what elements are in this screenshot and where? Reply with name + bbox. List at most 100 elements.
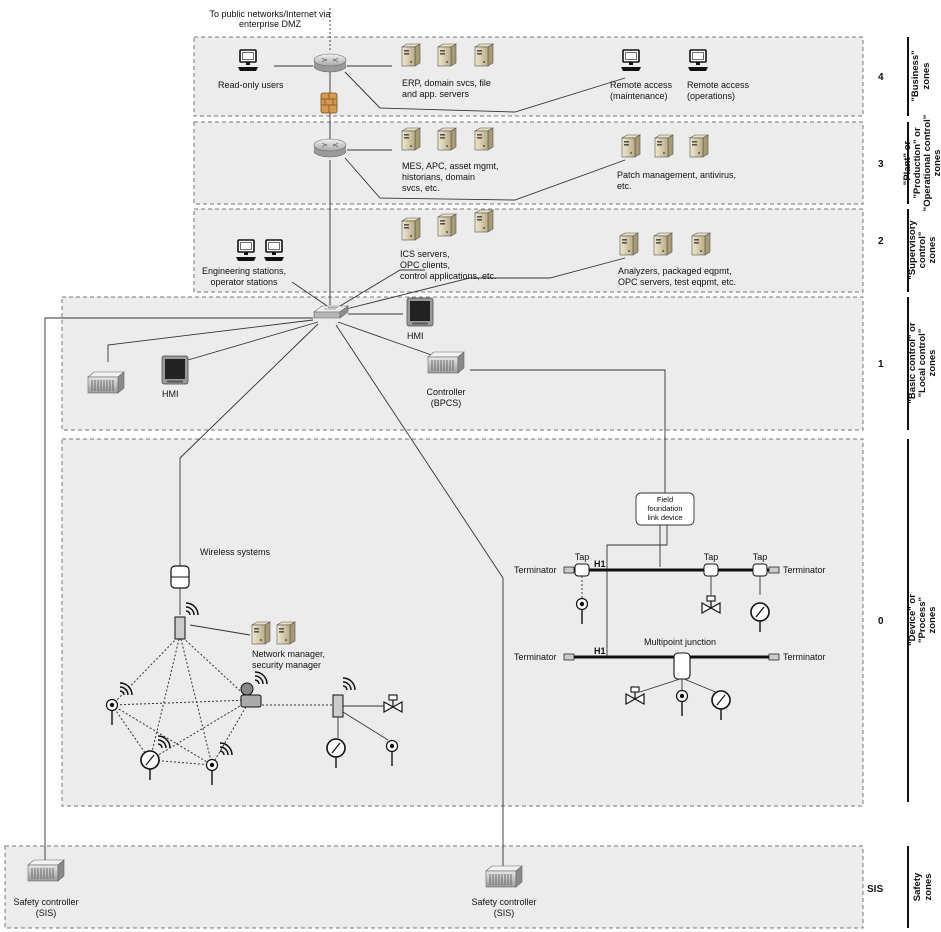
tap-label-2: Tap (704, 552, 719, 562)
wireless-link (179, 323, 319, 568)
engineering-station-pc-icon-2 (263, 239, 285, 262)
zone-4-name: "Business" zones (910, 50, 932, 101)
analyzer-server-icon-2 (653, 232, 673, 256)
ics-server-icon-3 (474, 209, 494, 233)
wireless-transmitter-icon (240, 682, 262, 708)
zone-0-box (61, 438, 864, 807)
wireless-systems-label: Wireless systems (200, 547, 271, 557)
erp-server-icon-1 (401, 43, 421, 67)
eng-label-line-1: Engineering stations, (202, 266, 286, 276)
svg-text:"Business": "Business" (910, 50, 921, 101)
multipoint-junction-icon (673, 652, 691, 680)
erp-server-icon-2 (437, 43, 457, 67)
zone-2-name: "Supervisory control" zones (907, 220, 938, 280)
mes-label-line-3: svcs, etc. (402, 183, 440, 193)
mes-server-icon-2 (437, 127, 457, 151)
terminator-icon-2 (768, 566, 780, 574)
patch-server-icon-1 (621, 134, 641, 158)
zone1-controller-icon (87, 371, 125, 394)
wireless-access-point-icon (174, 616, 186, 640)
remote-ops-line-1: Remote access (687, 80, 750, 90)
tap-label-3: Tap (753, 552, 768, 562)
patch-server-icon-2 (654, 134, 674, 158)
controller-link (337, 321, 441, 359)
ctrl-left-link (107, 319, 314, 362)
network-manager-server-icon-2 (276, 621, 296, 645)
svg-text:"Device" or: "Device" or (907, 594, 918, 646)
terminator-label-1: Terminator (514, 565, 557, 575)
svg-text:"Supervisory: "Supervisory (907, 220, 918, 280)
zone-4-box (193, 36, 864, 117)
analyzer-label-line-1: Analyzers, packaged eqpmt, (618, 266, 732, 276)
svg-text:control": control" (917, 232, 928, 269)
sis-right-label-line-1: Safety controller (471, 897, 536, 907)
zone-2-id: 2 (878, 236, 884, 247)
h1-label-lower: H1 (594, 646, 606, 656)
top-note-line-1: To public networks/Internet via (209, 9, 330, 19)
hmi-top-label: HMI (407, 331, 424, 341)
ics-label-line-2: OPC clients, (400, 260, 450, 270)
ff-label-line-3: link device (647, 513, 682, 522)
ff-link-device-box (635, 492, 695, 526)
network-manager-server-icon-1 (251, 621, 271, 645)
sis-left-link (44, 317, 313, 868)
ics-link (339, 269, 425, 307)
eng-link (291, 281, 331, 309)
remote-maintenance-pc-icon (620, 49, 642, 72)
tap-label-1: Tap (575, 552, 590, 562)
h1-label-upper: H1 (594, 559, 606, 569)
erp-label-line-1: ERP, domain svcs, file (402, 78, 491, 88)
terminator-label-3: Terminator (514, 652, 557, 662)
analyzer-server-icon-3 (691, 232, 711, 256)
patch-link (344, 157, 626, 201)
hmi-top-icon (406, 297, 434, 327)
ics-server-icon-2 (437, 213, 457, 237)
zone-sis-id: SIS (867, 884, 883, 895)
tap-icon-2 (703, 563, 719, 577)
business-router-icon (313, 53, 347, 73)
analyzer-link (341, 257, 626, 311)
ff-label-line-2: foundation (647, 504, 682, 513)
terminator-icon-4 (768, 653, 780, 661)
patch-label-line-2: etc. (617, 181, 632, 191)
sis-right-label-line-2: (SIS) (494, 908, 515, 918)
read-only-users-pc-icon (237, 49, 259, 72)
patch-label-line-1: Patch management, antivirus, (617, 170, 736, 180)
nm-label-line-1: Network manager, (252, 649, 325, 659)
zone-4-id: 4 (878, 72, 884, 83)
svg-text:zones: zones (923, 874, 934, 901)
top-note-line-2: enterprise DMZ (239, 19, 302, 29)
eng-label-line-2: operator stations (210, 277, 278, 287)
safety-controller-icon-right (485, 865, 523, 888)
controller-ff-link (470, 369, 666, 495)
multipoint-label: Multipoint junction (644, 637, 716, 647)
zone-sis-name: Safety zones (912, 872, 934, 901)
svg-text:"Operational control": "Operational control" (922, 115, 933, 212)
svg-text:"Basic control" or: "Basic control" or (907, 322, 918, 404)
mes-server-icon-1 (401, 127, 421, 151)
nm-link (189, 624, 251, 636)
mes-label-line-2: historians, domain (402, 172, 475, 182)
terminator-label-2: Terminator (783, 565, 826, 575)
erp-server-icon-3 (474, 43, 494, 67)
ics-server-icon-1 (401, 217, 421, 241)
svg-text:"Process": "Process" (917, 597, 928, 643)
svg-text:"Production" or: "Production" or (912, 127, 923, 199)
svg-text:Safety: Safety (912, 872, 923, 901)
controller-label-line-2: (BPCS) (431, 398, 462, 408)
mes-label-line-1: MES, APC, asset mgmt, (402, 161, 499, 171)
remote-maint-line-1: Remote access (610, 80, 673, 90)
svg-text:"Plant" or: "Plant" or (902, 141, 913, 186)
ff-h1b-link (606, 525, 668, 657)
svg-text:zones: zones (932, 150, 941, 177)
hmi-left-icon (161, 355, 189, 385)
sis-right-link (335, 324, 504, 868)
wireless-adapter-icon (332, 694, 344, 718)
svg-text:"Local control": "Local control" (917, 329, 928, 398)
zone-3-box (193, 121, 864, 205)
sis-left-label-line-2: (SIS) (36, 908, 57, 918)
zone-1-name: "Basic control" or "Local control" zones (907, 322, 938, 404)
svg-text:zones: zones (927, 350, 938, 377)
remote-maint-line-2: (maintenance) (610, 91, 668, 101)
